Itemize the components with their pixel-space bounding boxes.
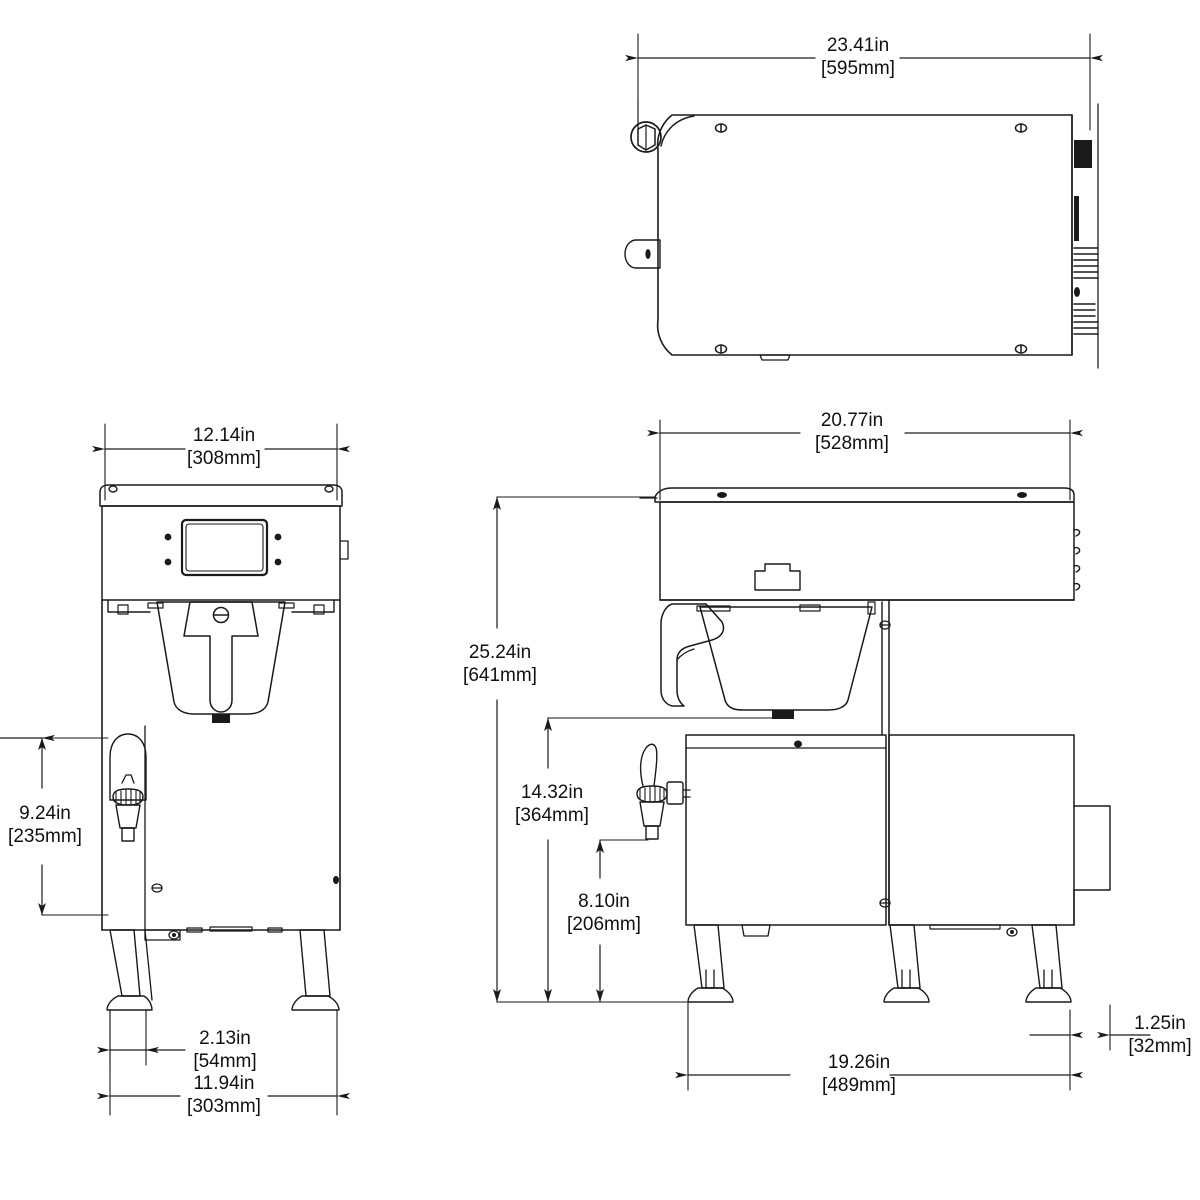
dim-front-width-base-mm: [303mm] (187, 1096, 261, 1117)
dim-side-faucet-height-mm: [206mm] (567, 914, 641, 935)
dim-side-rear-offset-mm: [32mm] (1128, 1036, 1192, 1057)
dim-top-width-in: 23.41in (826, 35, 890, 56)
dim-side-rear-offset: 1.25in [32mm] (1128, 1012, 1191, 1058)
dim-side-width-top: 20.77in [528mm] (815, 409, 889, 455)
dim-side-depth-base-in: 19.26in (827, 1052, 891, 1073)
dim-front-leg-offset-mm: [54mm] (193, 1051, 257, 1072)
dim-front-width-top-mm: [308mm] (187, 448, 261, 469)
dim-front-leg-offset-in: 2.13in (199, 1028, 251, 1049)
dim-side-faucet-height: 8.10in [206mm] (567, 890, 641, 936)
dim-front-width-top-in: 12.14in (192, 425, 256, 446)
dim-side-funnel-height: 14.32in [364mm] (515, 781, 589, 827)
dim-side-funnel-height-mm: [364mm] (515, 805, 589, 826)
dim-side-total-height-mm: [641mm] (463, 665, 537, 686)
side-view-geometry (493, 419, 1151, 1091)
dim-front-leg-offset: 2.13in [54mm] (193, 1027, 256, 1073)
dim-side-funnel-height-in: 14.32in (520, 782, 584, 803)
dim-front-faucet-height-in: 9.24in (19, 803, 71, 824)
dim-side-depth-base-mm: [489mm] (822, 1075, 896, 1096)
dim-side-total-height-in: 25.24in (468, 642, 532, 663)
top-view-geometry (624, 33, 1103, 369)
dim-top-width: 23.41in [595mm] (821, 34, 895, 80)
dim-side-total-height: 25.24in [641mm] (463, 641, 537, 687)
dim-front-width-base: 11.94in [303mm] (187, 1072, 261, 1118)
dim-side-faucet-height-in: 8.10in (578, 891, 630, 912)
dim-side-depth-base: 19.26in [489mm] (822, 1051, 896, 1097)
front-view-geometry (0, 423, 350, 1116)
dim-front-width-top: 12.14in [308mm] (187, 424, 261, 470)
dim-side-rear-offset-in: 1.25in (1134, 1013, 1186, 1034)
dim-side-width-top-mm: [528mm] (815, 433, 889, 454)
dim-top-width-mm: [595mm] (821, 58, 895, 79)
dim-front-faucet-height: 9.24in [235mm] (8, 802, 82, 848)
dim-front-width-base-in: 11.94in (193, 1073, 255, 1094)
dim-side-width-top-in: 20.77in (820, 410, 884, 431)
dim-front-faucet-height-mm: [235mm] (8, 826, 82, 847)
